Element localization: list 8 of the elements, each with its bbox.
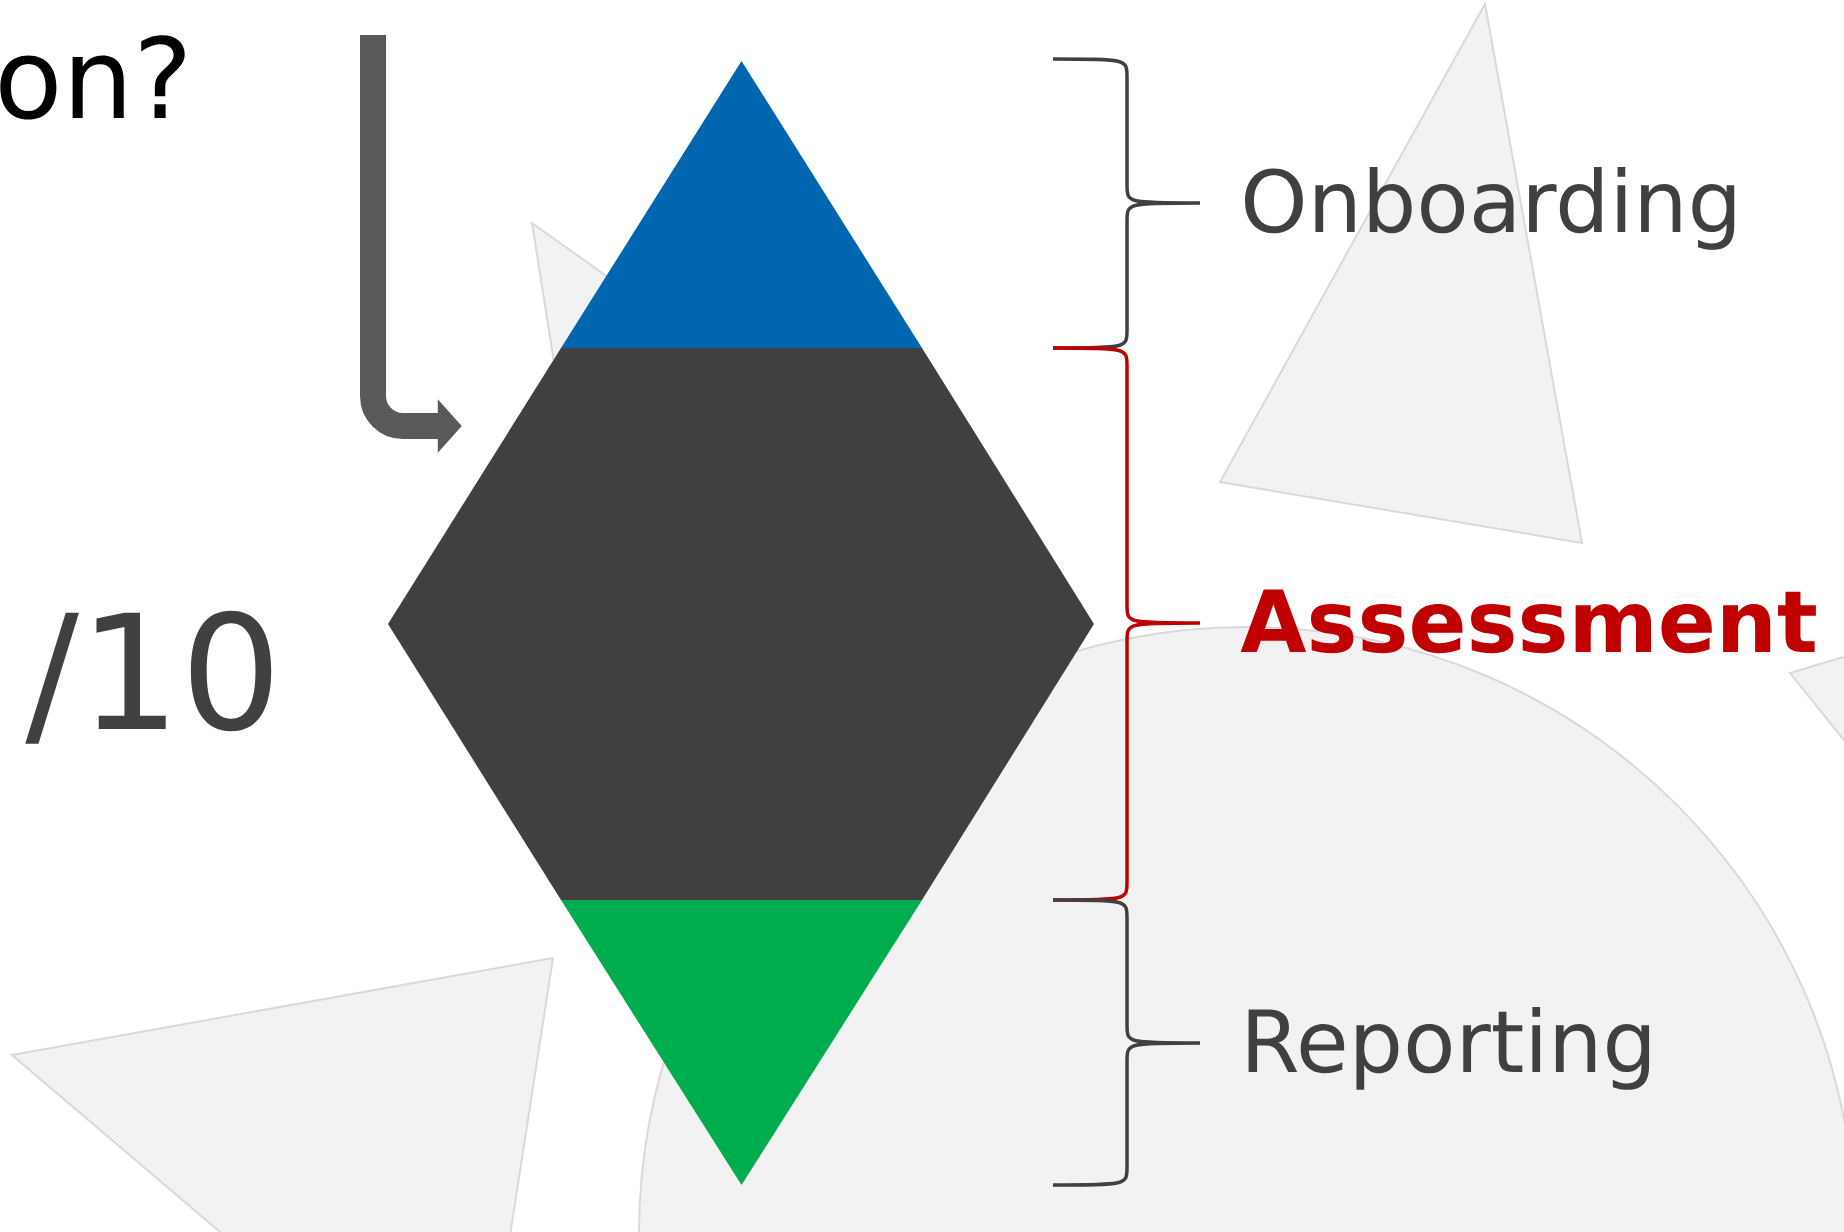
slide-text: Onboarding	[1245, 166, 1735, 250]
slide-text: /10	[25, 610, 272, 744]
slide-text: on?	[0, 35, 185, 120]
triangle-segment	[561, 61, 922, 348]
triangle-segment	[561, 900, 922, 1185]
hexagon-segment	[388, 348, 1094, 900]
slide-text: Reporting	[1248, 1006, 1650, 1090]
slide-text: Assessment	[1240, 589, 1816, 654]
